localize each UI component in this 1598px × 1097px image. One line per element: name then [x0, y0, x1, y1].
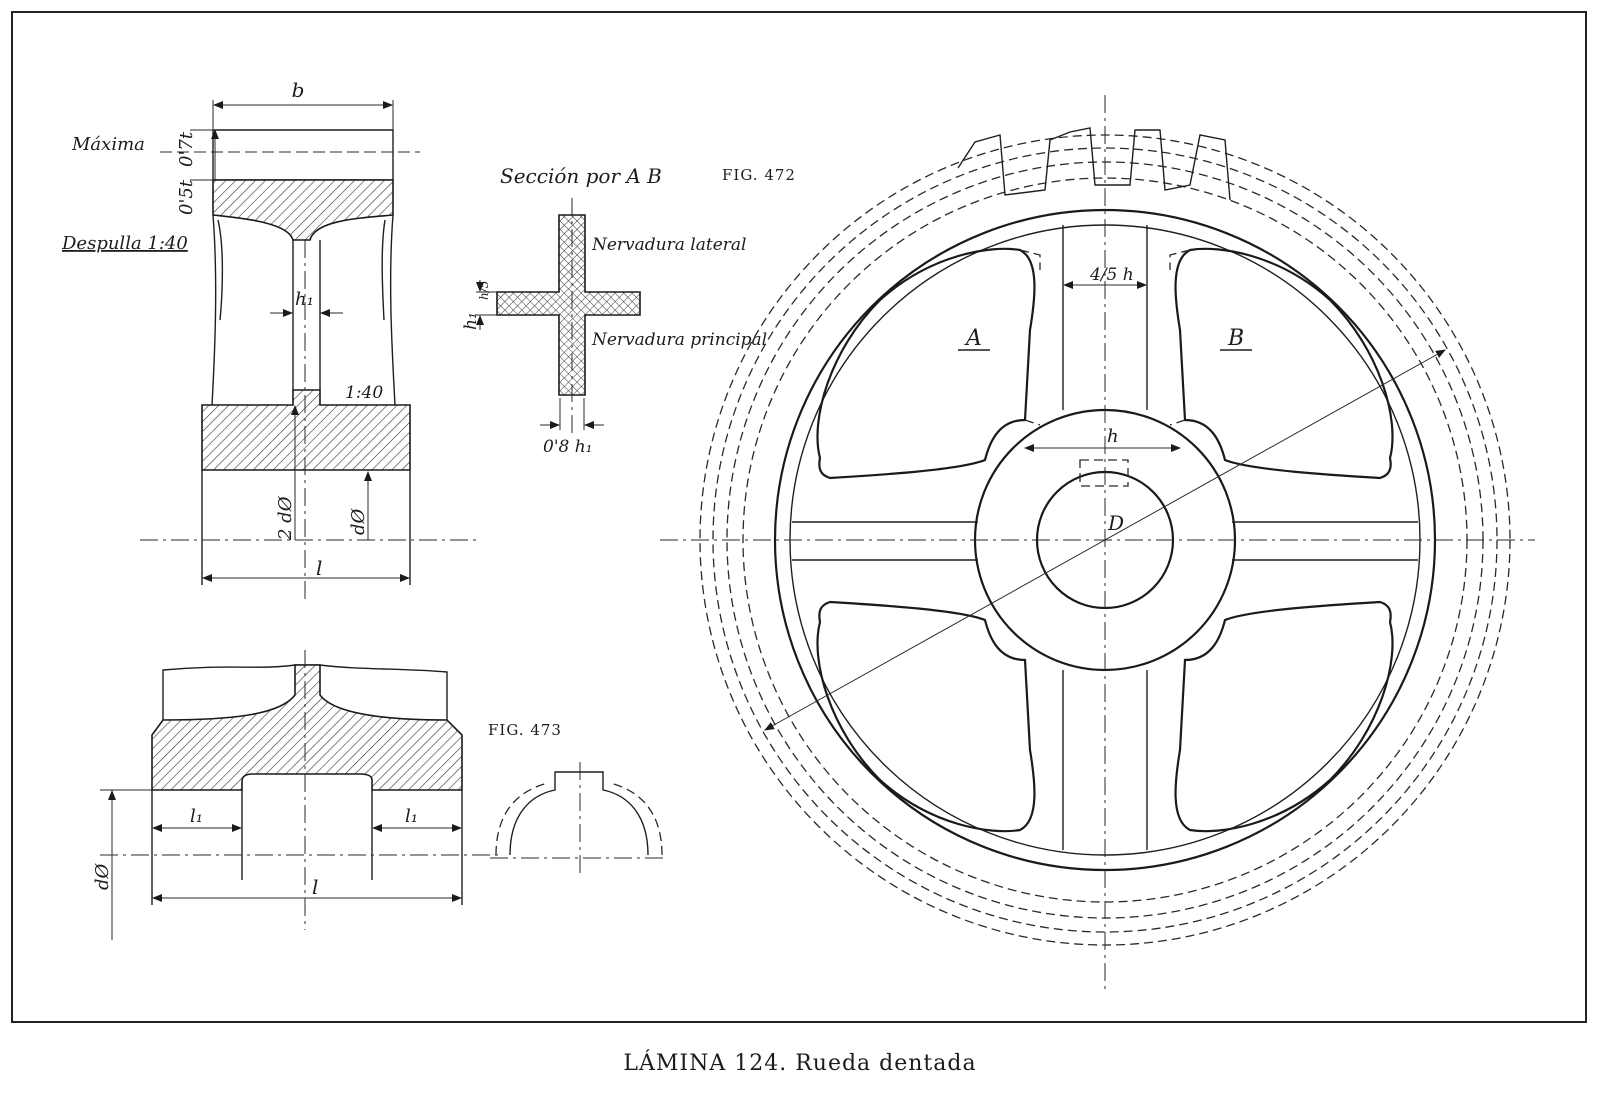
draft-140-label: 1:40 [345, 383, 383, 403]
spoke-width-label: 4/5 h [1089, 265, 1134, 285]
fig473-l1-left-label: l₁ [190, 806, 203, 827]
gear-wheel [660, 95, 1535, 990]
fig473-hub-view [100, 650, 500, 940]
dim-h1-label: h₁ [295, 289, 314, 310]
fig473-number: FIG. 473 [488, 721, 562, 739]
dim-d-label: dØ [348, 507, 369, 535]
fig472-number: FIG. 472 [722, 166, 796, 184]
cut-A-label: A [964, 326, 982, 351]
rib-main-text: Nervadura principal [591, 330, 767, 350]
plate-caption: LÁMINA 124. Rueda dentada [623, 1049, 976, 1076]
section-thickness-label: 0'8 h₁ [543, 437, 592, 457]
rib-lateral-label: Nervadura lateral [591, 235, 746, 255]
dim-05t-label: 0'5t [176, 179, 197, 215]
keyway-sketch [490, 762, 665, 875]
section-h1-label: h₁ [461, 312, 481, 330]
max-label: Máxima [71, 134, 145, 155]
dim-l-label: l [316, 556, 322, 580]
hub-h-label: h [1107, 426, 1119, 447]
draft-label: Despulla 1:40 [61, 233, 188, 254]
dim-b-label: b [292, 78, 305, 102]
fig473-l1-right-label: l₁ [405, 806, 418, 827]
plate-frame [11, 11, 1587, 1023]
dim-07t-label: 0'7t [176, 131, 197, 167]
rib-main-label: Nervadura principal [591, 330, 767, 350]
cut-B-label: B [1227, 326, 1244, 351]
fig473-d-label: dØ [92, 862, 113, 890]
rib-cross-section [476, 198, 641, 435]
fig473-l-label: l [312, 875, 318, 899]
rim-hub-section-view [140, 100, 480, 600]
section-h1-frac-label: h/5 [477, 281, 491, 300]
diameter-D-label: D [1107, 511, 1124, 535]
section-ab-title: Sección por A B [500, 164, 662, 188]
rib-lateral-text: Nervadura lateral [591, 235, 746, 255]
dim-2d-label: 2 dØ [275, 495, 296, 541]
